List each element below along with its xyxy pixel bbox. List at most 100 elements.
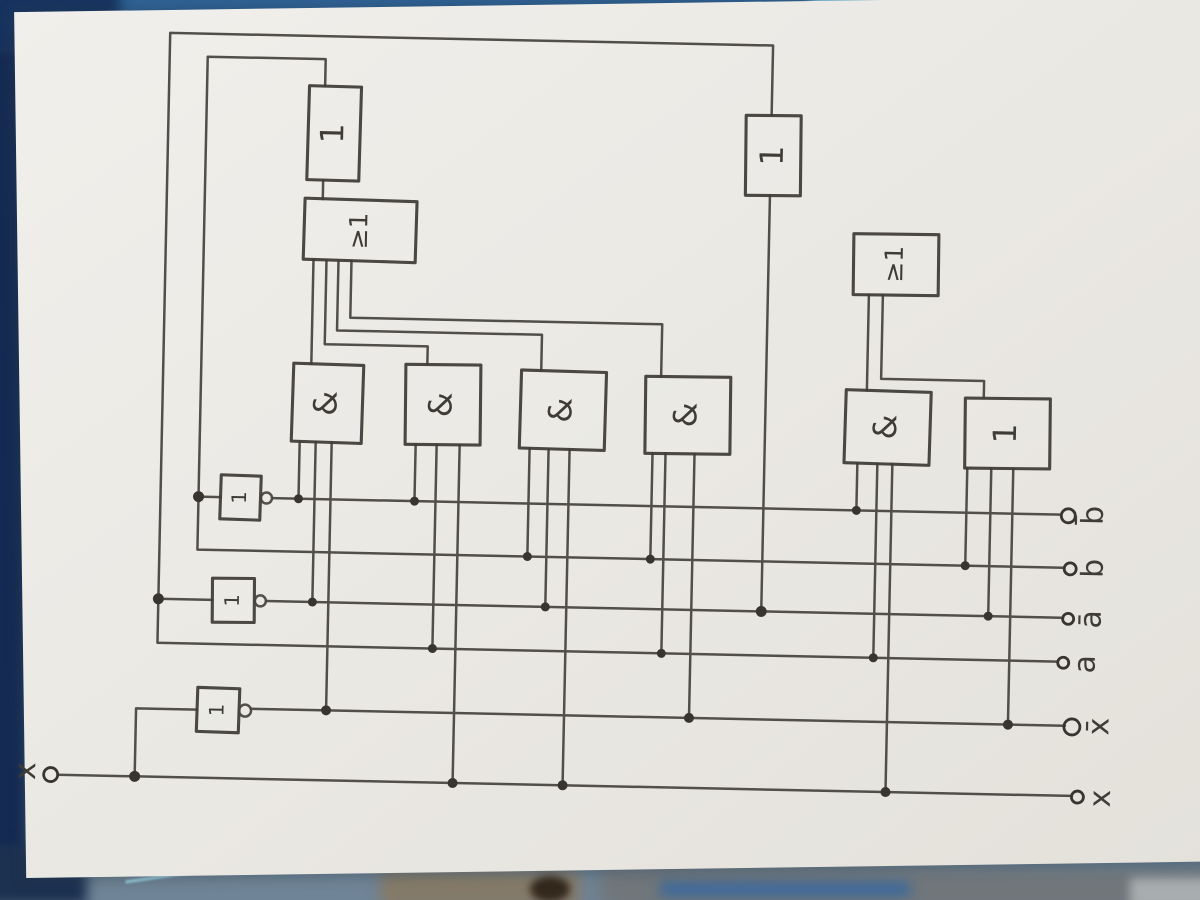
junction-dot bbox=[645, 554, 655, 564]
circuit-drawing: 1 1 ≥1 ≥1 & bbox=[8, 31, 1118, 808]
or-gate-right-label: ≥1 bbox=[879, 245, 909, 282]
wire-or1-in3 bbox=[335, 259, 544, 373]
wire-inv3-input bbox=[133, 707, 199, 778]
junction-dot bbox=[321, 705, 332, 716]
wire-and4-pins bbox=[649, 451, 696, 720]
wire-or1-in2 bbox=[323, 258, 429, 366]
terminal-b-bar-circle bbox=[1059, 507, 1077, 525]
wire-xbar-rail bbox=[249, 707, 1067, 728]
junction-dots bbox=[129, 491, 1013, 798]
flip-flop-left-label: 1 bbox=[313, 123, 351, 144]
wire-and1-pins bbox=[297, 440, 333, 712]
wire-inv2-input bbox=[157, 597, 214, 602]
wire-and5-pins bbox=[855, 462, 894, 794]
and-gate-2: & bbox=[403, 362, 483, 447]
flip-flop-left-box bbox=[305, 84, 364, 183]
and-gate-1-box bbox=[289, 361, 366, 445]
inverter-a: 1 bbox=[210, 576, 268, 625]
terminal-b: b bbox=[1062, 558, 1111, 578]
junction-dot bbox=[557, 780, 568, 791]
flip-flop-right: 1 bbox=[743, 113, 803, 198]
and-gate-1-label: & bbox=[306, 390, 345, 416]
junction-dot bbox=[152, 593, 164, 605]
inverter-x-label: 1 bbox=[204, 703, 228, 716]
inverter-a-bubble bbox=[253, 594, 268, 608]
and-gate-5-box bbox=[842, 388, 933, 467]
and-gate-6: 1 bbox=[963, 396, 1052, 471]
and-gate-6-box bbox=[963, 396, 1052, 471]
junction-dot bbox=[868, 653, 878, 663]
or-gate-right: ≥1 bbox=[851, 232, 941, 298]
and-gate-4: & bbox=[643, 374, 733, 456]
terminal-x-left: x bbox=[8, 762, 60, 783]
terminals: b̄ b ā a x̄ bbox=[8, 505, 1118, 808]
and-gate-6-label: 1 bbox=[986, 423, 1024, 444]
junction-dot bbox=[1002, 719, 1013, 730]
and-gate-2-box bbox=[403, 362, 483, 447]
flip-flop-right-box bbox=[743, 113, 803, 198]
wire-ff2-down bbox=[759, 194, 772, 613]
terminal-b-circle bbox=[1062, 561, 1078, 577]
gate-boxes: 1 1 ≥1 ≥1 & bbox=[194, 84, 1052, 735]
terminal-x-left-label: x bbox=[8, 762, 43, 780]
or-gate-left: ≥1 bbox=[301, 196, 419, 265]
wire-bbar-rail bbox=[271, 496, 1063, 516]
terminal-b-label: b bbox=[1076, 558, 1111, 578]
junction-dot bbox=[960, 561, 970, 571]
terminal-a-label: a bbox=[1068, 655, 1103, 674]
junction-dot bbox=[656, 648, 666, 658]
terminal-x-right-label: x bbox=[1083, 789, 1118, 807]
and-gate-4-box bbox=[643, 374, 733, 456]
or-gate-left-label: ≥1 bbox=[344, 212, 374, 249]
inverter-b: 1 bbox=[218, 473, 274, 522]
flip-flop-left: 1 bbox=[305, 84, 364, 183]
desk-bottom-brown-blob bbox=[530, 876, 570, 900]
terminal-x-right: x bbox=[1070, 789, 1118, 808]
terminal-b-bar-label: b̄ bbox=[1074, 505, 1111, 525]
junction-dot bbox=[409, 496, 419, 506]
terminal-x-bar-label: x̄ bbox=[1081, 717, 1116, 735]
junction-dot bbox=[193, 491, 205, 503]
terminal-a-bar-label: ā bbox=[1073, 610, 1108, 629]
wire-abar-rail bbox=[265, 599, 1063, 619]
flip-flop-right-label: 1 bbox=[753, 145, 791, 166]
junction-dot bbox=[880, 787, 891, 798]
and-gate-3: & bbox=[517, 368, 609, 453]
terminal-x-bar: x̄ bbox=[1062, 717, 1117, 737]
paper bbox=[14, 0, 1200, 879]
wire-or1-in4 bbox=[349, 259, 664, 378]
junction-dot bbox=[851, 505, 861, 515]
inverter-b-bubble bbox=[259, 491, 274, 505]
desk-bottomright-light bbox=[1130, 878, 1200, 900]
and-gate-3-box bbox=[517, 368, 609, 453]
inverter-a-label: 1 bbox=[220, 594, 244, 607]
junction-dot bbox=[522, 552, 532, 562]
junction-dot bbox=[447, 777, 458, 788]
and-gate-3-label: & bbox=[541, 397, 580, 423]
wire-and6-pins bbox=[963, 466, 1015, 726]
wire-b-feedback-loop bbox=[196, 55, 1065, 569]
and-gate-4-label: & bbox=[666, 402, 705, 428]
terminal-x-left-circle bbox=[42, 766, 60, 783]
or-gate-left-box bbox=[301, 196, 419, 265]
junction-dot bbox=[755, 605, 767, 617]
wire-and3-pins bbox=[526, 447, 571, 787]
terminal-a-circle bbox=[1056, 655, 1071, 670]
inverter-x-bubble bbox=[237, 703, 253, 718]
junction-dot bbox=[983, 611, 993, 621]
inverter-b-label: 1 bbox=[227, 491, 251, 504]
wire-or2-in1 bbox=[865, 293, 871, 392]
and-gate-5: & bbox=[842, 388, 933, 467]
junction-dot bbox=[307, 597, 317, 607]
and-gate-1: & bbox=[289, 361, 366, 445]
junction-dot bbox=[683, 712, 694, 723]
and-gate-5-label: & bbox=[866, 414, 905, 440]
and-gate-2-label: & bbox=[421, 392, 460, 418]
junction-dot bbox=[427, 644, 437, 654]
terminal-x-bar-circle bbox=[1062, 717, 1082, 737]
or-gate-right-box bbox=[851, 232, 941, 298]
inverter-x: 1 bbox=[194, 685, 253, 735]
